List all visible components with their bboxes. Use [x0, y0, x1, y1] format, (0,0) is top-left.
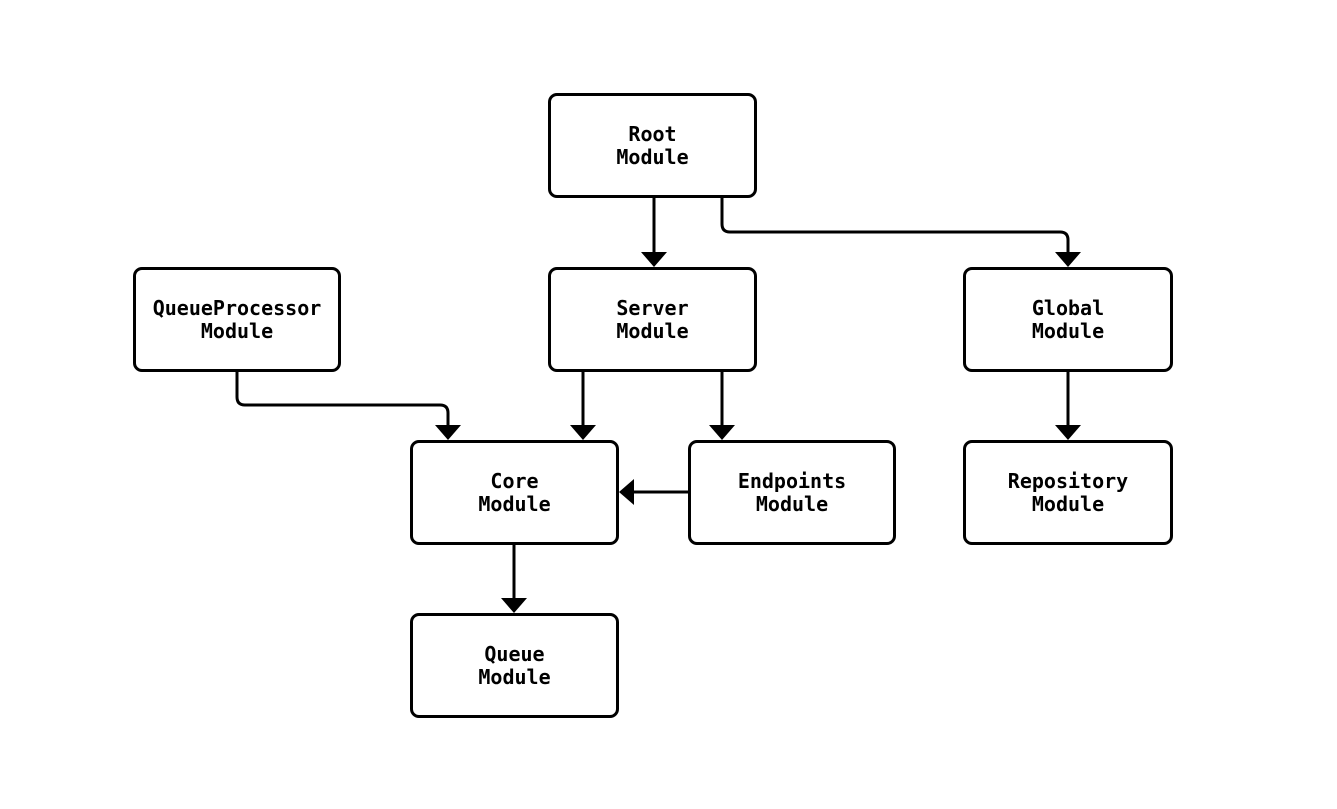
- edge-queueprocessor-to-core: [235, 372, 450, 425]
- node-core-module: Core Module: [410, 440, 619, 545]
- node-label: Repository Module: [1007, 468, 1129, 516]
- arrowhead-global-to-repository: [1055, 425, 1081, 440]
- arrowhead-server-to-endpoints: [709, 425, 735, 440]
- arrowhead-root-to-server: [641, 252, 667, 267]
- node-repository-module: Repository Module: [963, 440, 1173, 545]
- arrowhead-endpoints-to-core: [619, 479, 634, 505]
- node-label: QueueProcessor Module: [152, 295, 322, 343]
- node-server-module: Server Module: [548, 267, 757, 372]
- edge-root-to-global: [720, 198, 1070, 252]
- node-queueprocessor-module: QueueProcessor Module: [133, 267, 341, 372]
- node-global-module: Global Module: [963, 267, 1173, 372]
- arrowhead-root-to-global: [1055, 252, 1081, 267]
- node-label: Server Module: [616, 295, 689, 343]
- node-endpoints-module: Endpoints Module: [688, 440, 896, 545]
- node-root-module: Root Module: [548, 93, 757, 198]
- node-queue-module: Queue Module: [410, 613, 619, 718]
- node-label: Endpoints Module: [737, 468, 847, 516]
- node-label: Queue Module: [478, 641, 551, 689]
- node-label: Core Module: [478, 468, 551, 516]
- arrowhead-queueprocessor-to-core: [435, 425, 461, 440]
- node-label: Root Module: [616, 121, 689, 169]
- arrowhead-server-to-core: [570, 425, 596, 440]
- arrowhead-core-to-queue: [501, 598, 527, 613]
- node-label: Global Module: [1031, 295, 1105, 343]
